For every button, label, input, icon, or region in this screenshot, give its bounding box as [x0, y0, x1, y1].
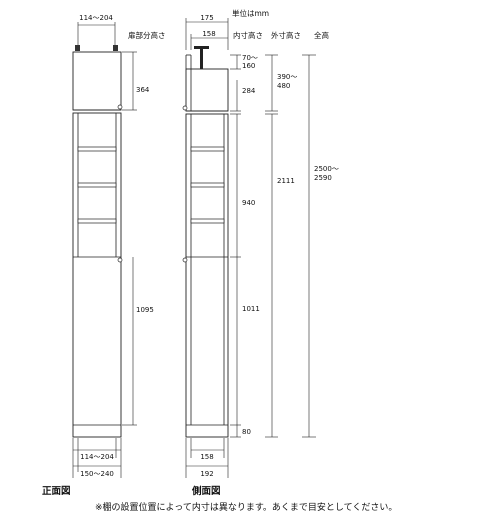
front-view: 114～204 扉部分高さ 364 1095 1: [42, 14, 166, 497]
front-shelf-2: [77, 182, 117, 188]
side-adjuster-cap-icon: [194, 46, 209, 49]
front-lower-hinge-icon: [117, 257, 123, 263]
side-top-inner-depth-label: 158: [202, 30, 215, 38]
front-inner-width-label: 114～204: [80, 453, 114, 461]
front-shelf-3: [77, 218, 117, 224]
front-upper-door-height: 364: [136, 86, 150, 94]
side-bottom-inner-depth-label: 158: [200, 453, 213, 461]
side-inner-height-header: 内寸高さ: [233, 30, 263, 40]
side-shelf-3: [190, 218, 225, 224]
side-upper-cabinet: [185, 68, 229, 112]
front-upper-cabinet: [72, 51, 122, 111]
side-upper-inner-height: 284: [242, 87, 256, 95]
unit-note: 単位はmm: [232, 8, 269, 18]
side-adjuster-rod-icon: [200, 49, 203, 69]
side-shelf-1: [190, 146, 225, 152]
front-upper-hinge-icon: [117, 104, 123, 110]
front-adjuster-right-icon: [113, 45, 118, 51]
side-lower-hinge-icon: [182, 257, 188, 263]
side-top-depth-label: 175: [200, 14, 213, 22]
side-middle-inner-height: 940: [242, 199, 255, 207]
front-outer-width-label: 150～240: [80, 470, 114, 478]
side-view-title: 側面図: [191, 485, 221, 497]
side-upper-hinge-icon: [182, 105, 188, 111]
front-adjuster-left-icon: [75, 45, 80, 51]
side-upper-outer-height: 390～ 480: [277, 73, 300, 90]
side-total-height: 2500～ 2590: [314, 165, 341, 182]
side-lower-inner-height: 1011: [242, 305, 260, 313]
side-plinth-height: 80: [242, 428, 251, 436]
side-outer-height-header: 外寸高さ: [271, 30, 301, 40]
front-shelf-1: [77, 146, 117, 152]
side-shelf-2: [190, 182, 225, 188]
side-adjust-gap-1: 70～ 160: [242, 54, 260, 70]
front-top-width-label: 114～204: [79, 14, 113, 22]
footnote: ※棚の設置位置によって内寸は異なります。あくまで目安としてください。: [95, 501, 397, 513]
front-door-height-header: 扉部分高さ: [128, 30, 166, 40]
side-view: 単位はmm 175 158 内寸高さ 外寸高さ 全高: [182, 8, 341, 497]
side-main-body: [185, 113, 229, 438]
front-lower-door-height: 1095: [136, 306, 154, 314]
front-main-body: [72, 112, 122, 438]
side-body-outer-height: 2111: [277, 177, 295, 185]
side-total-height-header: 全高: [314, 30, 329, 40]
front-view-title: 正面図: [42, 486, 71, 497]
side-bottom-outer-depth-label: 192: [200, 470, 213, 478]
